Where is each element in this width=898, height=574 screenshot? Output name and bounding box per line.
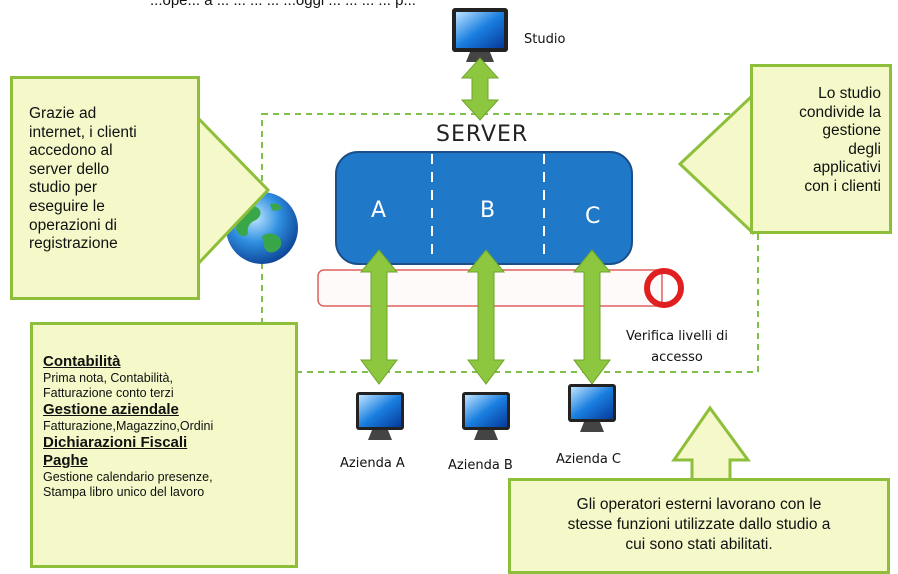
top-cropped-text: ...ope... a ... ... ... ... ...oggi ... … <box>150 0 416 9</box>
right-callout-pointer <box>677 92 762 236</box>
company-c-arrow <box>572 249 612 385</box>
left-note-line: registrazione <box>29 235 118 253</box>
bottom-note-line: Gli operatori esterni lavorano con le <box>576 496 822 513</box>
company-a-arrow <box>359 249 399 385</box>
verify-access-line-2: accesso <box>651 350 703 365</box>
bottom-callout-pointer <box>671 405 751 482</box>
bottom-note-line: cui sono stati abilitati. <box>625 536 773 553</box>
section-a-label: A <box>371 198 387 223</box>
company-b-label: Azienda B <box>448 458 513 473</box>
verify-access-label: Verifica livelli di accesso <box>626 326 728 368</box>
server-title: SERVER <box>436 122 529 147</box>
company-a-monitor-icon <box>356 392 404 440</box>
right-note-line: Lo studio <box>818 85 881 102</box>
contabilita-line: Prima nota, Contabilità, <box>43 371 173 385</box>
company-c-monitor-icon <box>568 384 616 432</box>
company-c-label: Azienda C <box>556 452 621 467</box>
gestione-line: Fatturazione,Magazzino,Ordini <box>43 419 214 433</box>
studio-label: Studio <box>524 32 566 47</box>
dichiarazioni-heading: Dichiarazioni Fiscali <box>43 434 188 451</box>
verify-access-line-1: Verifica livelli di <box>626 329 729 344</box>
right-note-line: con i clienti <box>804 177 881 195</box>
right-note-line: gestione <box>822 122 881 140</box>
studio-monitor-icon <box>452 8 508 62</box>
paghe-line: Gestione calendario presenze, <box>43 470 213 484</box>
bottom-note-line: stesse funzioni utilizzate dallo studio … <box>567 516 831 533</box>
paghe-heading: Paghe <box>43 452 89 469</box>
contabilita-line: Fatturazione conto terzi <box>43 386 174 400</box>
left-note-line: server dello <box>29 160 110 178</box>
right-note-line: applicativi <box>812 159 881 177</box>
gestione-heading: Gestione aziendale <box>43 401 179 418</box>
left-callout-note: Grazie ad internet, i clienti accedono a… <box>10 76 200 300</box>
left-note-line: internet, i clienti <box>29 123 137 141</box>
left-note-line: eseguire le <box>29 197 105 215</box>
company-a-label: Azienda A <box>340 456 405 471</box>
section-c-label: C <box>585 204 601 229</box>
left-note-line: Grazie ad <box>29 105 97 122</box>
company-b-monitor-icon <box>462 392 510 440</box>
left-note-line: studio per <box>29 179 98 197</box>
features-note: Contabilità Prima nota, Contabilità, Fat… <box>30 322 298 568</box>
left-note-line: accedono al <box>29 142 113 160</box>
right-callout-note: Lo studio condivide la gestione degli ap… <box>750 64 892 234</box>
access-check-circle <box>644 268 684 308</box>
right-note-line: degli <box>848 140 881 158</box>
contabilita-heading: Contabilità <box>43 353 121 370</box>
studio-server-arrow <box>460 57 500 121</box>
right-note-line: condivide la <box>799 103 881 121</box>
left-note-line: operazioni di <box>29 216 117 234</box>
company-b-arrow <box>466 249 506 385</box>
bottom-callout-note: Gli operatori esterni lavorano con le st… <box>508 478 890 574</box>
paghe-line: Stampa libro unico del lavoro <box>43 485 205 499</box>
section-b-label: B <box>480 198 496 223</box>
